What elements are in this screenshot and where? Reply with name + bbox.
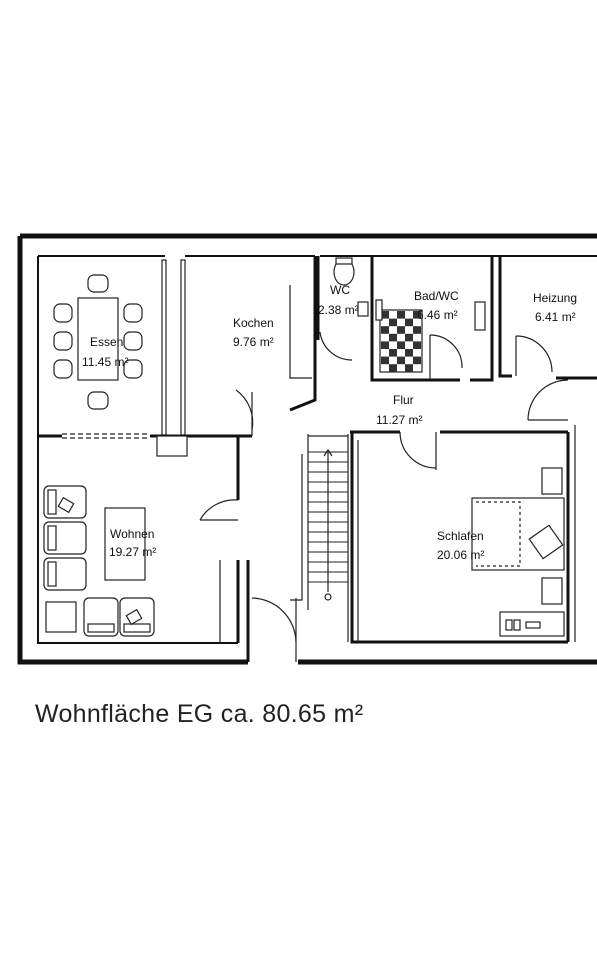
shower-tile	[405, 318, 413, 327]
dining-table	[53, 274, 143, 410]
room-label-schlafen: Schlafen 20.06 m²	[437, 529, 484, 562]
shower-tile	[381, 341, 389, 349]
living-area-caption: Wohnfläche EG ca. 80.65 m²	[35, 700, 364, 728]
shower	[375, 299, 486, 373]
shower-tile	[389, 333, 397, 342]
shower-tile	[413, 356, 421, 365]
room-name: Schlafen	[437, 529, 484, 543]
stair-start	[324, 593, 332, 601]
room-area: 11.27 m²	[376, 413, 422, 427]
room-area: 20.06 m²	[437, 548, 484, 562]
living-furniture	[43, 485, 155, 637]
room-name: Bad/WC	[414, 289, 459, 303]
room-area: 19.27 m²	[109, 545, 156, 559]
room-name: WC	[330, 283, 350, 297]
shower-tile	[381, 326, 389, 334]
room-label-essen: Essen 11.45 m²	[82, 335, 128, 369]
shower-tile	[389, 318, 397, 327]
shower-tile	[413, 341, 421, 349]
outer-walls	[17, 233, 597, 665]
shower-tile	[413, 326, 421, 334]
room-area: 6.41 m²	[535, 310, 576, 324]
room-area: 11.45 m²	[82, 355, 128, 369]
room-area: 2.38 m²	[318, 303, 359, 317]
stair-arrow	[323, 448, 333, 592]
shower-tile	[381, 311, 389, 319]
toilet	[333, 257, 369, 317]
room-label-wc: WC 2.38 m²	[318, 283, 359, 317]
room-area: 9.76 m²	[233, 335, 274, 349]
room-label-kochen: Kochen 9.76 m²	[233, 316, 274, 349]
room-name: Flur	[393, 393, 414, 407]
shower-tile	[397, 356, 405, 365]
room-name: Essen	[90, 335, 123, 349]
shower-tile	[389, 349, 397, 357]
interior-walls	[38, 256, 597, 662]
room-area: 6.46 m²	[417, 308, 458, 322]
room-label-heizung: Heizung 6.41 m²	[533, 291, 577, 324]
shower-tile	[405, 364, 413, 372]
room-name: Kochen	[233, 316, 274, 330]
room-label-wohnen: Wohnen 19.27 m²	[109, 527, 156, 559]
bed	[471, 467, 565, 637]
shower-tile	[405, 349, 413, 357]
staircase	[308, 448, 348, 601]
shower-tile	[397, 341, 405, 349]
shower-tile	[413, 311, 421, 319]
shower-tile	[405, 333, 413, 342]
shower-tile	[397, 311, 405, 319]
shower-tile	[389, 364, 397, 372]
shower-tile	[397, 326, 405, 334]
room-label-bad: Bad/WC 6.46 m²	[414, 289, 459, 322]
room-name: Heizung	[533, 291, 577, 305]
room-name: Wohnen	[110, 527, 154, 541]
shower-tile	[381, 356, 389, 365]
room-label-flur: Flur 11.27 m²	[376, 393, 422, 427]
